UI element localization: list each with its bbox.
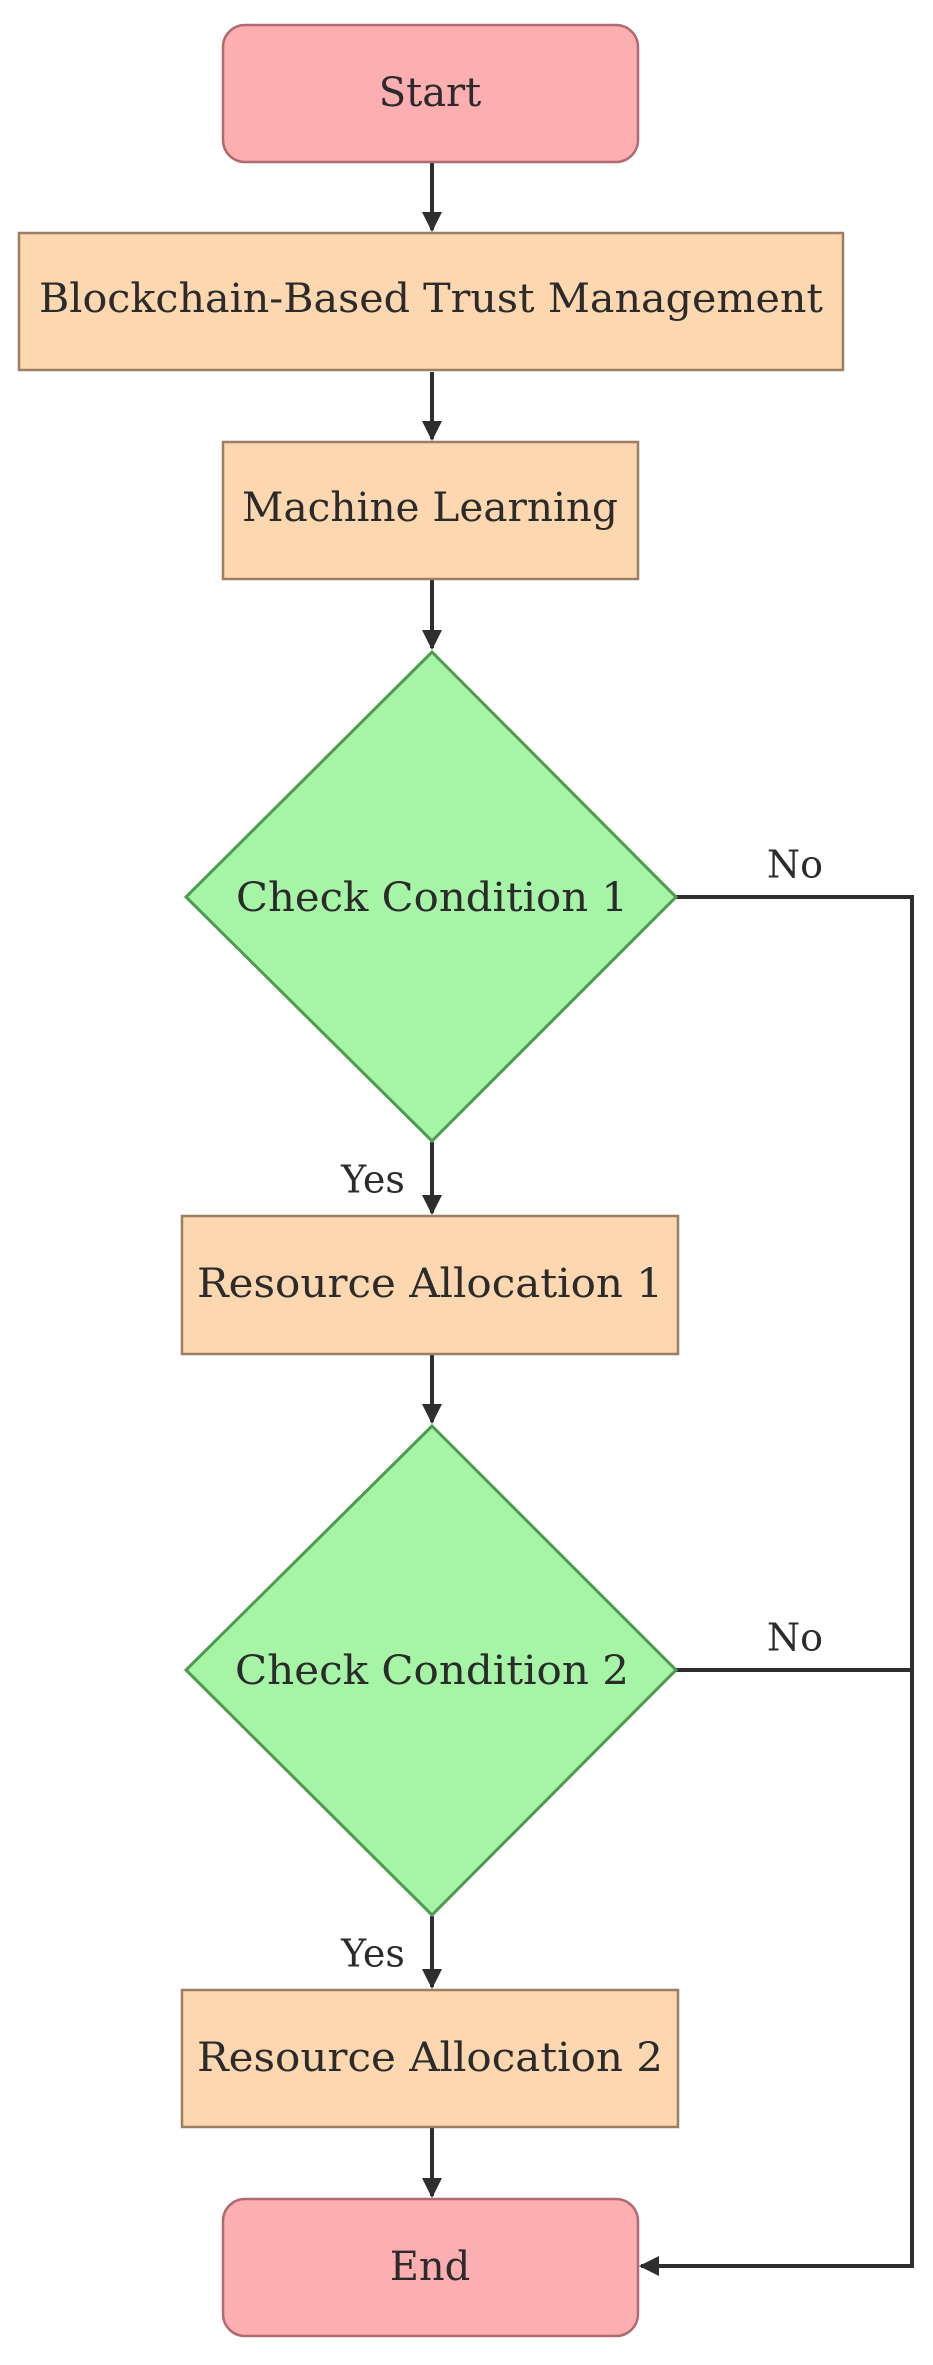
yes-label-1: Yes xyxy=(340,1158,405,1202)
start-terminal-shape xyxy=(221,23,640,164)
node-resource-allocation-1: Resource Allocation 1 xyxy=(180,1214,680,1356)
no-label-2: No xyxy=(767,1616,823,1660)
trust-label: Blockchain-Based Trust Management xyxy=(39,276,823,322)
ml-process-shape xyxy=(221,440,640,581)
check1-decision-shape xyxy=(183,649,679,1144)
ml-label: Machine Learning xyxy=(242,485,618,531)
end-terminal-shape xyxy=(221,2197,640,2338)
node-check-condition-1: Check Condition 1 xyxy=(183,649,679,1144)
edge-labels: Yes No Yes No xyxy=(340,843,823,1976)
node-end: End xyxy=(221,2197,640,2338)
edge-check1-no-to-end xyxy=(639,895,914,2276)
node-resource-allocation-2: Resource Allocation 2 xyxy=(180,1988,680,2129)
alloc1-process-shape xyxy=(180,1214,680,1356)
alloc2-process-shape xyxy=(180,1988,680,2129)
end-label: End xyxy=(390,2244,471,2290)
node-machine-learning: Machine Learning xyxy=(221,440,640,581)
start-label: Start xyxy=(379,70,482,116)
edges xyxy=(422,163,914,2276)
node-start: Start xyxy=(221,23,640,164)
node-trust-management: Blockchain-Based Trust Management xyxy=(17,231,845,372)
check1-label: Check Condition 1 xyxy=(236,875,628,921)
check2-decision-shape xyxy=(183,1423,679,1918)
yes-label-2: Yes xyxy=(340,1932,405,1976)
check2-label: Check Condition 2 xyxy=(235,1648,629,1694)
trust-process-shape xyxy=(17,231,845,372)
node-check-condition-2: Check Condition 2 xyxy=(183,1423,679,1918)
alloc1-label: Resource Allocation 1 xyxy=(197,1261,663,1307)
alloc2-label: Resource Allocation 2 xyxy=(197,2035,663,2081)
no-label-1: No xyxy=(767,843,823,887)
